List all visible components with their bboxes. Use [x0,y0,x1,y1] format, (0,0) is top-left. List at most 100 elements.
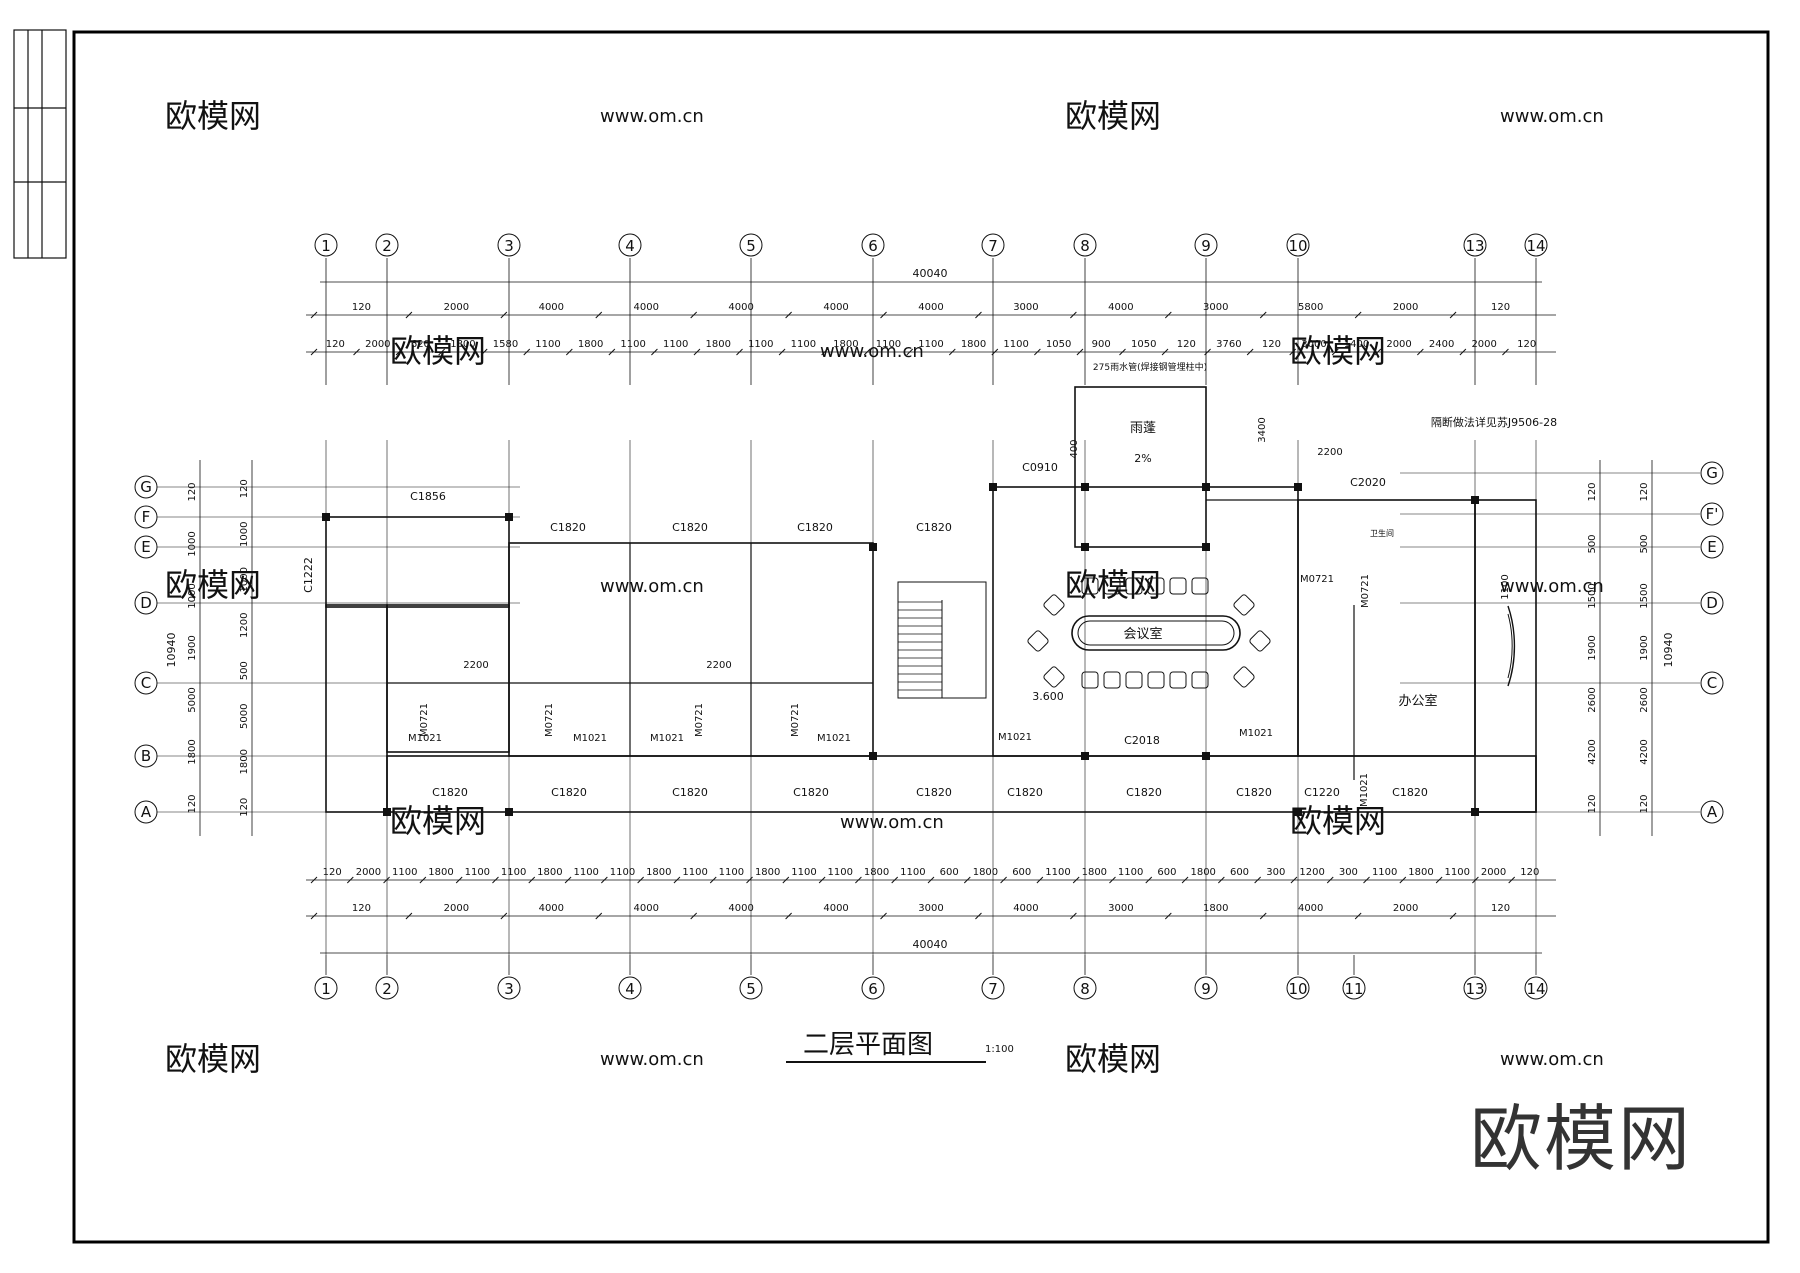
dim-bottom-1-text: 300 [1266,867,1285,878]
chair [1147,577,1165,595]
dim-top-1-tick [405,311,413,319]
wall [325,604,388,813]
dim-total-right: 10940 [1662,633,1675,668]
dim-top-2-tick [523,348,531,356]
axis-bubble [1700,461,1724,485]
dim-top-2-text: 2000 [365,339,390,350]
column [1294,483,1302,491]
dim-bottom-2-text: 4000 [728,903,753,914]
dim-top-2-text: 1100 [876,339,901,350]
window-label: C1820 [672,786,708,799]
watermark-url: www.om.cn [600,1049,704,1070]
dim-bottom-2-tick [1449,912,1457,920]
column [989,483,997,491]
note-dim: 1100 [1500,574,1511,599]
axis-bubble [981,976,1005,1000]
door-label: M1021 [1239,728,1273,739]
dim-top-2-tick [1416,348,1424,356]
dim-top-1-tick [785,311,792,319]
door-label: M1021 [817,733,851,744]
plan-scale: 1:100 [985,1044,1014,1055]
axis-bubble [739,976,763,1000]
dim-bottom-1-text: 1100 [791,867,816,878]
axis-label: F' [1706,505,1719,523]
chair [1103,671,1121,689]
chair [1249,630,1271,652]
dim-bottom-1-text: 1800 [1408,867,1433,878]
dim-bottom-1-tick [1290,876,1298,884]
dim-left-outer-text: 1900 [187,635,198,660]
dim-bottom-1-text: 600 [940,867,959,878]
title-block [13,29,67,259]
dim-bottom-2-text: 4000 [634,903,659,914]
watermark-url: www.om.cn [1500,576,1604,597]
dim-top-1-tick [1354,311,1362,319]
axis-label: D [140,594,152,612]
dim-bottom-2-text: 2000 [444,903,469,914]
note-dim: 400 [1069,439,1080,458]
dim-top-1-tick [975,311,982,319]
note-dim: 2200 [706,660,731,671]
axis-label: 3 [504,980,514,998]
dim-bottom-1-text: 600 [1230,867,1249,878]
door-label: M1021 [650,733,684,744]
dim-top-2-text: 1800 [961,339,986,350]
column [322,513,330,521]
staircase [897,581,987,699]
dim-top-1-text: 4000 [728,302,753,313]
window-label: C1820 [1392,786,1428,799]
dim-bottom-1-text: 1100 [501,867,526,878]
axis-bubble [497,976,521,1000]
dim-left-inner-text: 5000 [239,704,250,729]
dim-bottom-1-tick [1145,876,1153,884]
dim-total-bottom: 40040 [913,938,948,951]
dim-top-1-text: 4000 [918,302,943,313]
axis-bubble [1463,976,1487,1000]
dim-bottom-1-tick [600,876,608,884]
axis-label: E [141,538,150,556]
dim-bottom-2-tick [405,912,413,920]
door-label: M0721 [544,703,555,737]
axis-label: 8 [1080,980,1090,998]
window-label: C1220 [1304,786,1340,799]
room-canopy: 雨蓬 [1130,421,1156,436]
dim-bottom-1-tick [1508,876,1516,884]
dim-bottom-1-tick [564,876,572,884]
column [505,808,513,816]
dim-total-top: 40040 [913,267,948,280]
door-label: M0721 [419,703,430,737]
dim-bottom-1-text: 1800 [755,867,780,878]
axis-bubble [1194,233,1218,257]
axis-bubble [1524,233,1548,257]
axis-bubble [314,976,338,1000]
window-label: C2018 [1124,734,1160,747]
dim-top-2-tick [906,348,914,356]
door-label: M0721 [694,703,705,737]
dim-top-2-tick [1374,348,1382,356]
window-label: C1820 [1007,786,1043,799]
dim-top-2-tick [310,348,318,356]
axis-label: 5 [746,237,756,255]
dim-bottom-1-text: 300 [1339,867,1358,878]
dim-bottom-1-tick [963,876,971,884]
axis-bubble [497,233,521,257]
dim-top-2-tick [565,348,573,356]
column [1471,496,1479,504]
dim-bottom-2-text: 4000 [1013,903,1038,914]
dim-bottom-1-text: 1100 [573,867,598,878]
chair [1043,594,1065,616]
dim-top-1-text: 3000 [1203,302,1228,313]
wall [1074,386,1207,548]
dim-bottom-1-tick [673,876,681,884]
axis-bubble [1194,976,1218,1000]
dim-top-2-tick [991,348,999,356]
window-label: C1820 [550,521,586,534]
dim-bottom-2-tick [310,912,318,920]
axis-bubble [1342,976,1366,1000]
dim-right-inner-text: 2600 [1639,687,1650,712]
watermark-url: www.om.cn [1500,106,1604,127]
chair [1233,594,1255,616]
dim-top-2-tick [778,348,786,356]
dim-bottom-2-tick [1354,912,1362,920]
